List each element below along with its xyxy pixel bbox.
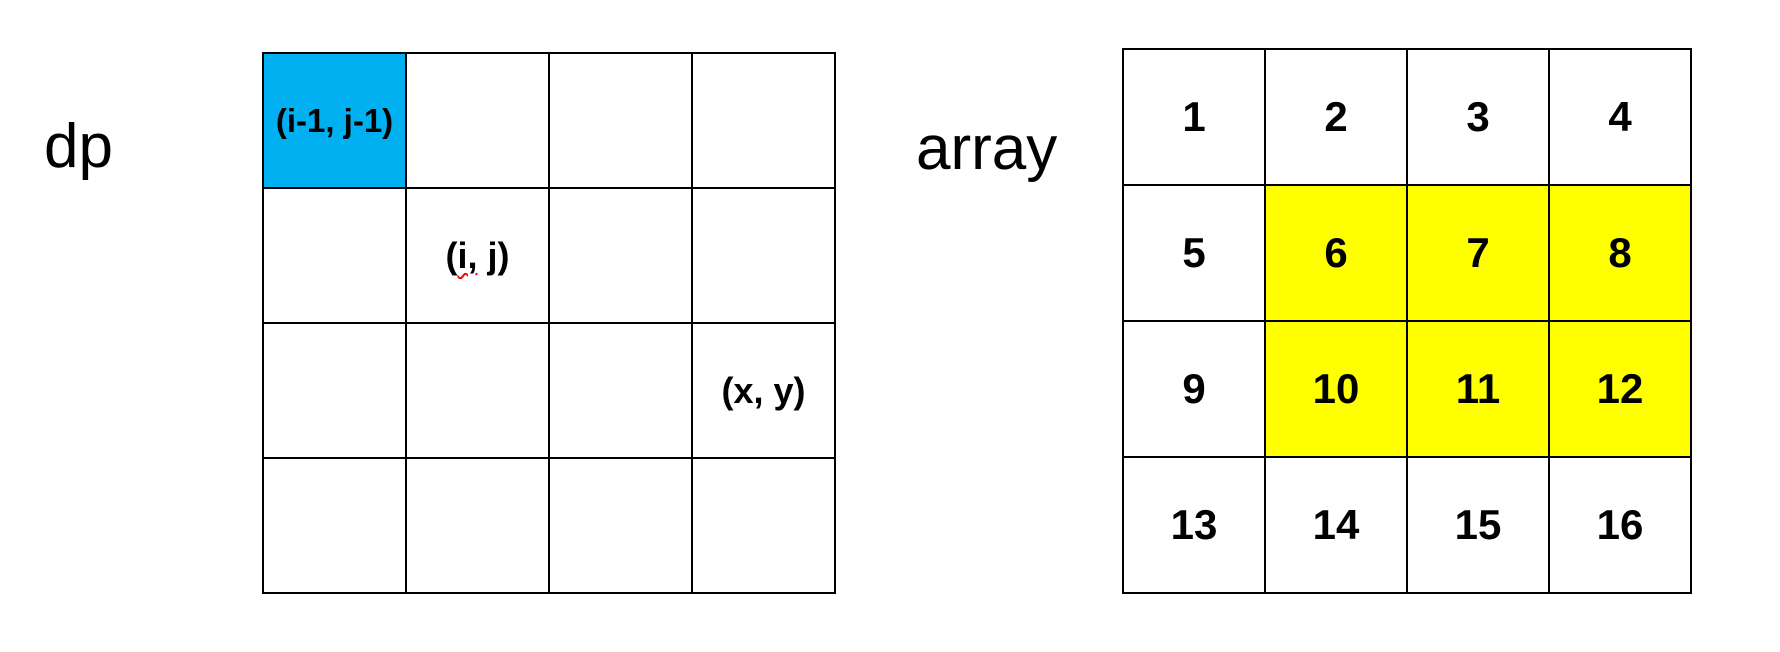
array-cell-r2-c1: 10 — [1264, 320, 1408, 458]
dp-grid-label: dp — [44, 112, 113, 181]
array-cell-r0-c0: 1 — [1122, 48, 1266, 186]
dp-cell-r2-c0 — [262, 322, 407, 459]
dp-cell-r0-c2 — [548, 52, 693, 189]
array-cell-r3-c3: 16 — [1548, 456, 1692, 594]
dp-cell-r3-c0 — [262, 457, 407, 594]
array-cell-r2-c2: 11 — [1406, 320, 1550, 458]
cell-text-part: ( — [445, 234, 458, 276]
array-cell-r1-c3: 8 — [1548, 184, 1692, 322]
dp-grid-body: (i-1, j-1)(i, j)(x, y) — [262, 52, 836, 594]
dp-grid-row-2: (x, y) — [262, 322, 836, 459]
cell-text-part: j) — [477, 234, 510, 276]
array-cell-r0-c1: 2 — [1264, 48, 1408, 186]
array-cell-r0-c3: 4 — [1548, 48, 1692, 186]
array-cell-r3-c0: 13 — [1122, 456, 1266, 594]
dp-cell-r3-c2 — [548, 457, 693, 594]
dp-grid-row-0: (i-1, j-1) — [262, 52, 836, 189]
array-cell-r1-c1: 6 — [1264, 184, 1408, 322]
array-cell-r2-c0: 9 — [1122, 320, 1266, 458]
dp-cell-r0-c1 — [405, 52, 550, 189]
array-cell-r3-c1: 14 — [1264, 456, 1408, 594]
dp-cell-r3-c1 — [405, 457, 550, 594]
dp-cell-r2-c3: (x, y) — [691, 322, 836, 459]
dp-cell-r0-c3 — [691, 52, 836, 189]
dp-cell-r0-c0: (i-1, j-1) — [262, 52, 407, 189]
spellcheck-squiggle-text: i, — [457, 234, 478, 276]
dp-cell-r1-c1: (i, j) — [405, 187, 550, 324]
dp-cell-r1-c3 — [691, 187, 836, 324]
dp-cell-r3-c3 — [691, 457, 836, 594]
dp-cell-r2-c2 — [548, 322, 693, 459]
array-grid-label: array — [916, 114, 1058, 183]
array-cell-r0-c2: 3 — [1406, 48, 1550, 186]
dp-grid-row-3 — [262, 457, 836, 594]
dp-grid: (i-1, j-1)(i, j)(x, y) — [262, 52, 836, 594]
dp-grid-row-1: (i, j) — [262, 187, 836, 324]
array-cell-r1-c0: 5 — [1122, 184, 1266, 322]
dp-cell-r1-c0 — [262, 187, 407, 324]
dp-cell-r2-c1 — [405, 322, 550, 459]
array-cell-r2-c3: 12 — [1548, 320, 1692, 458]
array-cell-r1-c2: 7 — [1406, 184, 1550, 322]
dp-cell-r1-c2 — [548, 187, 693, 324]
array-cell-r3-c2: 15 — [1406, 456, 1550, 594]
